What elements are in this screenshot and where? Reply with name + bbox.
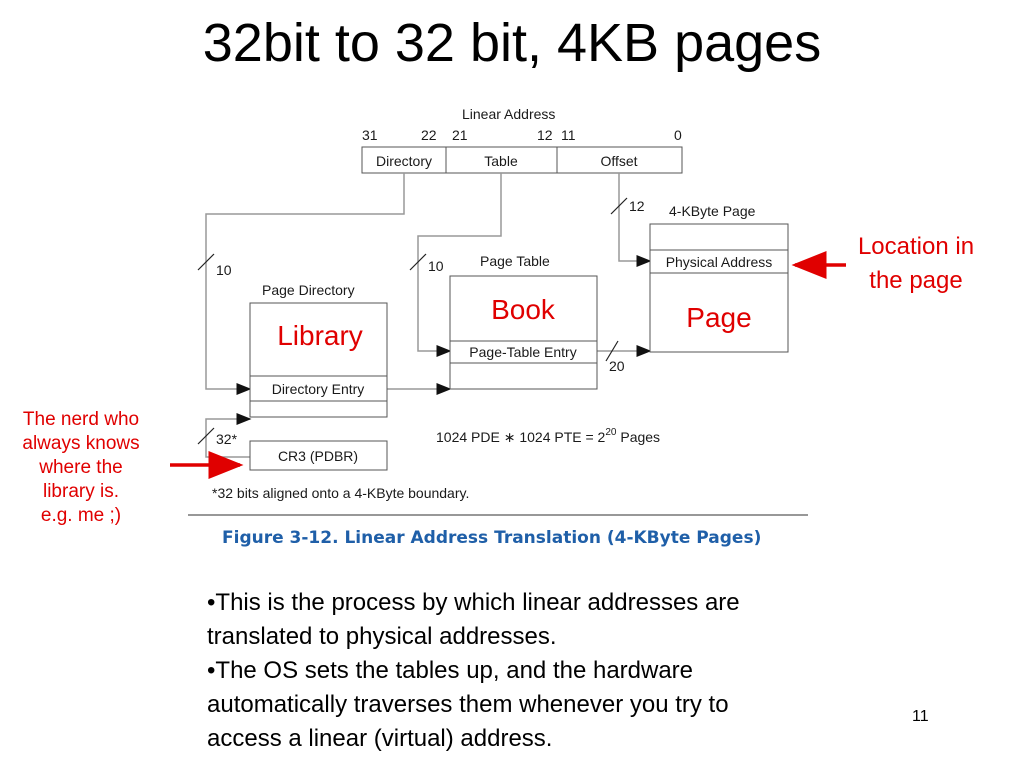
- book-annotation: Book: [491, 294, 556, 325]
- figure-caption: Figure 3-12. Linear Address Translation …: [222, 528, 761, 548]
- bit-label-21: 21: [452, 127, 468, 143]
- page-directory-label: Page Directory: [262, 282, 355, 298]
- library-annotation: Library: [277, 320, 363, 351]
- directory-entry-cell: Directory Entry: [272, 381, 365, 397]
- nerd-line: e.g. me ;): [40, 505, 122, 526]
- location-line-1: Location in: [857, 233, 975, 260]
- directory-connector: [205, 173, 405, 395]
- cr3-box: [249, 440, 388, 471]
- field-offset: Offset: [600, 153, 637, 169]
- width-label-10-table: 10: [428, 258, 444, 274]
- nerd-line: The nerd who: [22, 409, 140, 430]
- bullet-item: •The OS sets the tables up, and the hard…: [207, 657, 729, 752]
- bullet-list: •This is the process by which linear add…: [207, 586, 807, 756]
- linear-address-label: Linear Address: [462, 106, 555, 122]
- linear-address-box: [361, 146, 683, 174]
- bit-label-12: 12: [537, 127, 553, 143]
- width-slash: [610, 197, 628, 215]
- field-table: Table: [484, 153, 518, 169]
- offset-connector: [618, 173, 652, 267]
- nerd-line: always knows: [22, 433, 140, 454]
- field-directory: Directory: [376, 153, 432, 169]
- page-table-box: [449, 275, 598, 390]
- footnote: *32 bits aligned onto a 4-KByte boundary…: [212, 485, 469, 501]
- width-label-10-directory: 10: [216, 262, 232, 278]
- nerd-line: where the: [39, 457, 123, 478]
- page-4k-label: 4-KByte Page: [669, 203, 756, 219]
- cr3-label: CR3 (PDBR): [278, 448, 358, 464]
- nerd-line: library is.: [42, 481, 119, 502]
- bit-label-11: 11: [561, 127, 576, 143]
- page-annotation: Page: [686, 302, 751, 333]
- width-slash: [409, 253, 427, 271]
- width-slash: [605, 340, 619, 362]
- bit-label-0: 0: [674, 127, 682, 143]
- page-count-formula: 1024 PDE ∗ 1024 PTE = 220 Pages: [436, 427, 660, 445]
- slide-title: 32bit to 32 bit, 4KB pages: [202, 13, 822, 73]
- page-number: 11: [912, 708, 929, 725]
- bullet-item: •This is the process by which linear add…: [207, 589, 740, 650]
- width-label-32-cr3: 32*: [216, 431, 238, 447]
- bit-label-22: 22: [421, 127, 437, 143]
- location-line-2: the page: [869, 267, 963, 294]
- table-connector: [417, 173, 502, 357]
- location-annotation: Location in the page: [832, 230, 1000, 298]
- width-label-12-offset: 12: [629, 198, 645, 214]
- page-directory-box: [249, 302, 388, 418]
- width-slash: [197, 427, 215, 445]
- width-slash: [197, 253, 215, 271]
- physical-address-cell: Physical Address: [666, 254, 773, 270]
- nerd-annotation: The nerd who always knows where the libr…: [0, 408, 162, 528]
- page-4k-box: [649, 223, 789, 353]
- width-label-20-pte: 20: [609, 358, 625, 374]
- bit-label-31: 31: [362, 127, 378, 143]
- page-table-entry-cell: Page-Table Entry: [469, 344, 576, 360]
- page-table-label: Page Table: [480, 253, 550, 269]
